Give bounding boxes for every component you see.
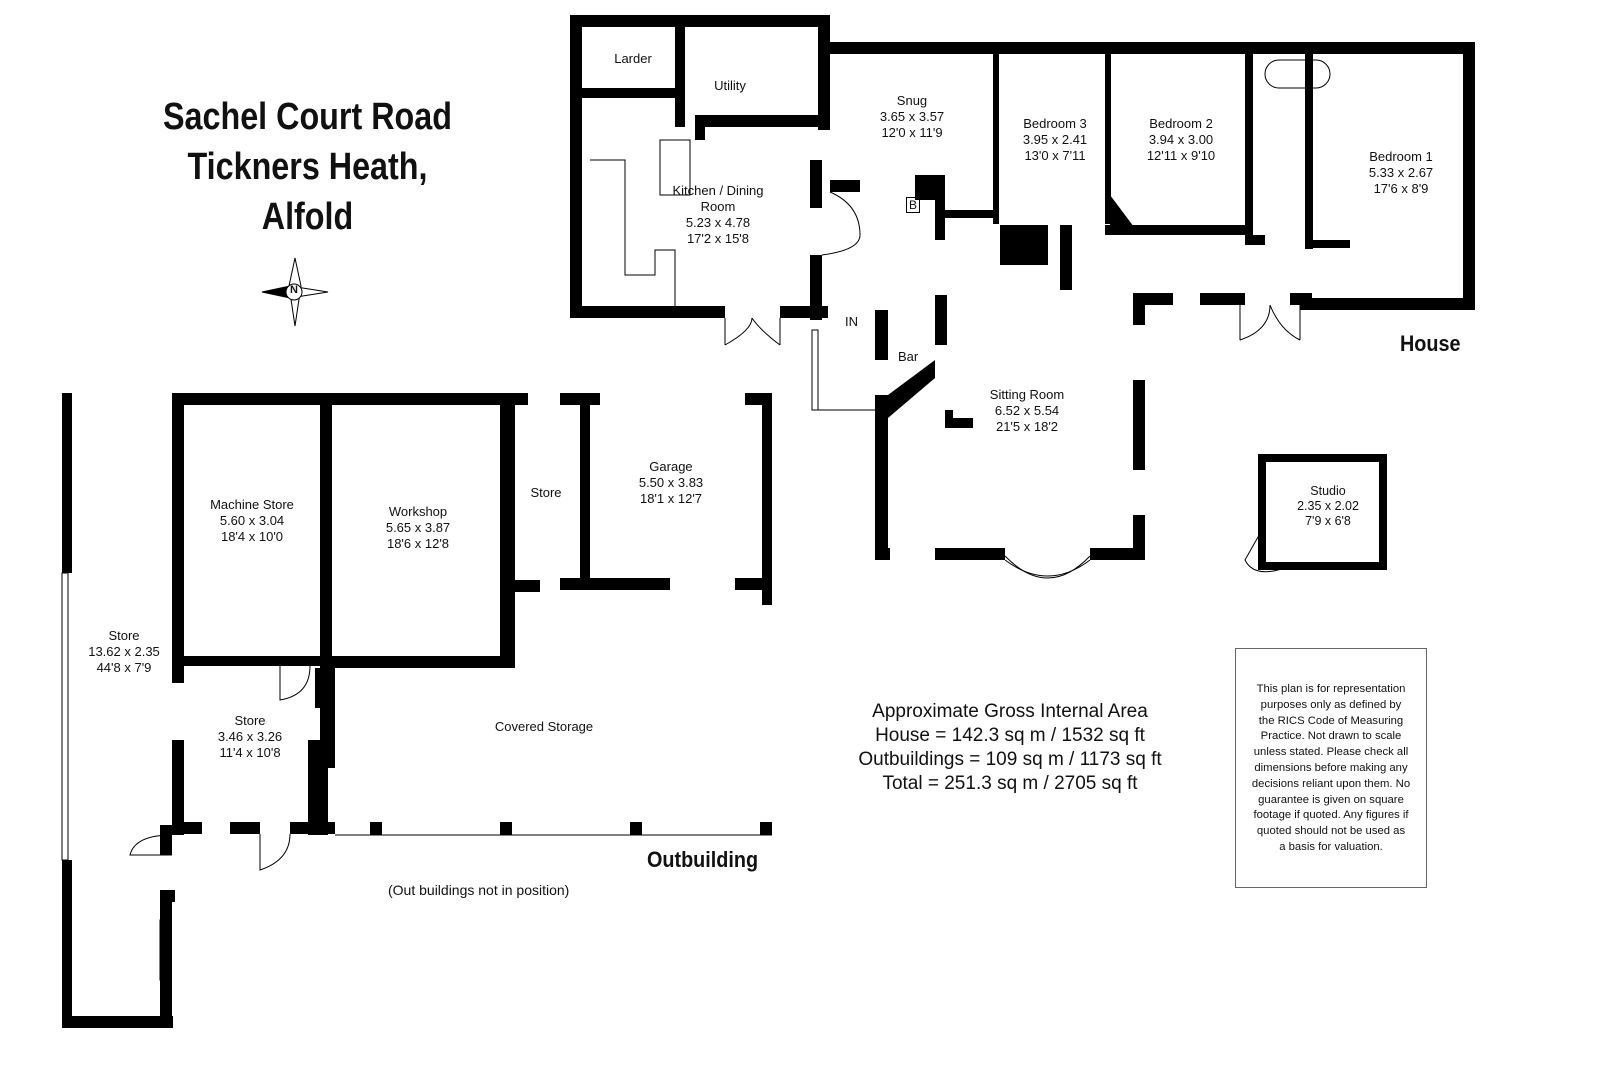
- entrance-label: IN: [845, 314, 858, 329]
- room-covered-storage: Covered Storage: [494, 719, 594, 734]
- outbuilding-details: [61, 572, 772, 981]
- area-outbuildings: Outbuildings = 109 sq m / 1173 sq ft: [858, 749, 1162, 770]
- property-address: Sachel Court Road Tickners Heath, Alfold: [152, 92, 462, 242]
- studio-walls: [1258, 454, 1387, 570]
- area-total: Total = 251.3 sq m / 2705 sq ft: [882, 773, 1138, 794]
- outbuilding-walls: [62, 393, 772, 1028]
- address-line-1: Sachel Court Road: [163, 96, 452, 138]
- bar-label: Bar: [898, 349, 919, 364]
- house-label: House: [1400, 331, 1461, 356]
- address-line-2: Tickners Heath, Alfold: [187, 146, 428, 238]
- compass-north-label: N: [290, 284, 298, 296]
- house-walls: [570, 15, 1475, 560]
- outbuilding-position-note: (Out buildings not in position): [388, 882, 570, 898]
- gross-internal-area: Approximate Gross Internal Area House = …: [855, 700, 1165, 796]
- area-heading: Approximate Gross Internal Area: [872, 701, 1148, 722]
- compass-icon: [261, 257, 329, 327]
- room-utility: Utility: [714, 78, 746, 93]
- boiler-label: B: [906, 197, 921, 213]
- room-store-small: Store: [530, 485, 562, 500]
- outbuilding-label: Outbuilding: [647, 847, 759, 872]
- room-larder: Larder: [614, 51, 652, 66]
- area-house: House = 142.3 sq m / 1532 sq ft: [875, 725, 1145, 746]
